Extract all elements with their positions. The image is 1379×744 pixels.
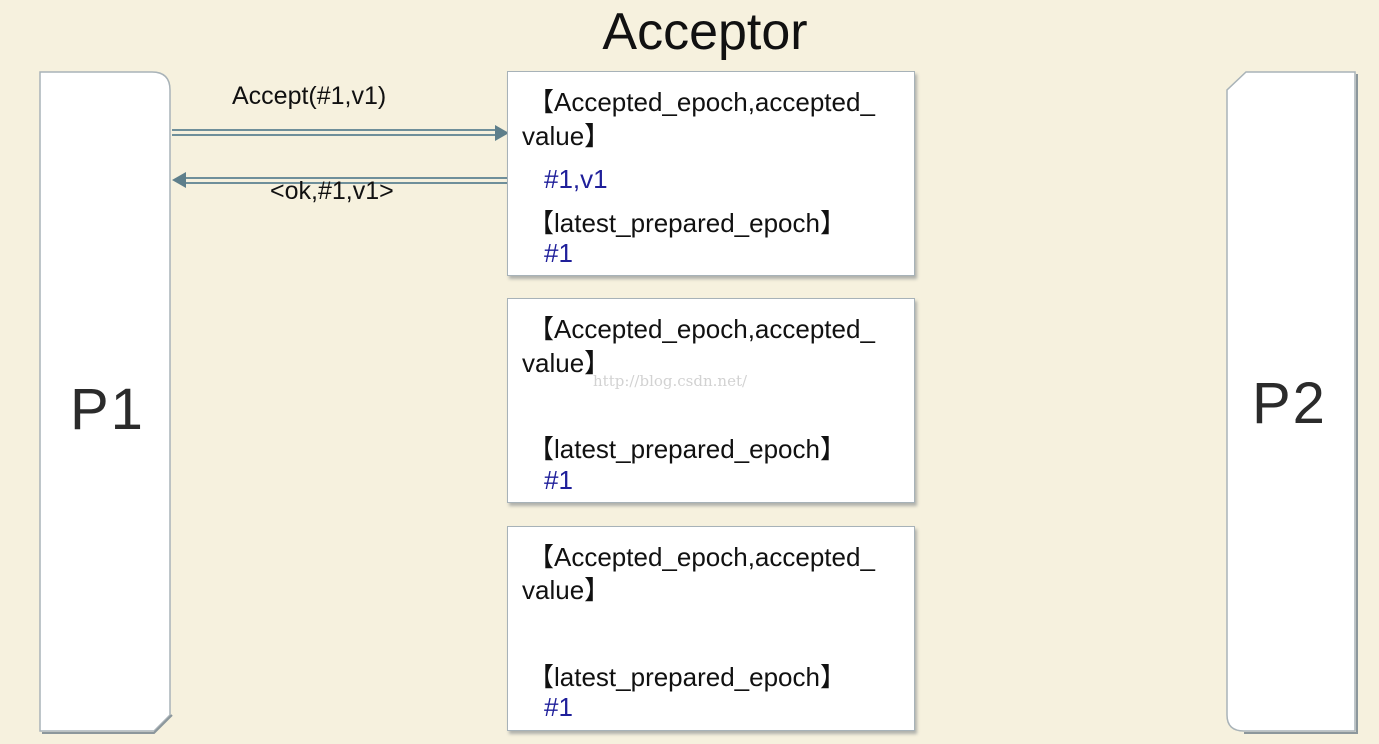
acceptor-box-3: 【Accepted_epoch,accepted_ value】 【latest…: [507, 526, 915, 731]
prepared-value: #1: [544, 465, 573, 495]
process-p2-label: P2: [1252, 371, 1327, 436]
accepted-label-line1: 【Accepted_epoch,accepted_: [528, 542, 875, 572]
response-message-label: <ok,#1,v1>: [270, 177, 394, 205]
accepted-label-line1: 【Accepted_epoch,accepted_: [528, 87, 875, 117]
accepted-label-line2: value】: [522, 348, 611, 378]
watermark: http://blog.csdn.net/: [593, 372, 748, 390]
diagram-title: Acceptor: [602, 3, 808, 61]
prepared-label: 【latest_prepared_epoch】: [528, 662, 846, 692]
accepted-label-line1: 【Accepted_epoch,accepted_: [528, 314, 875, 344]
prepared-value: #1: [544, 238, 573, 268]
acceptor-box-2: 【Accepted_epoch,accepted_ value】 【latest…: [507, 298, 915, 503]
message-arrows: [172, 125, 509, 188]
acceptor-box-1: 【Accepted_epoch,accepted_ value】 #1,v1 【…: [507, 71, 915, 276]
request-arrow: [172, 125, 509, 141]
accepted-label-line2: value】: [522, 575, 611, 605]
prepared-value: #1: [544, 692, 573, 722]
prepared-label: 【latest_prepared_epoch】: [528, 434, 846, 464]
process-p1-label: P1: [70, 377, 145, 442]
process-p1-box: [39, 71, 173, 734]
accepted-value: #1,v1: [544, 164, 608, 194]
process-p2-box: [1226, 71, 1358, 734]
response-arrow: [172, 172, 508, 188]
prepared-label: 【latest_prepared_epoch】: [528, 208, 846, 238]
accepted-label-line2: value】: [522, 121, 611, 151]
request-message-label: Accept(#1,v1): [232, 82, 387, 110]
